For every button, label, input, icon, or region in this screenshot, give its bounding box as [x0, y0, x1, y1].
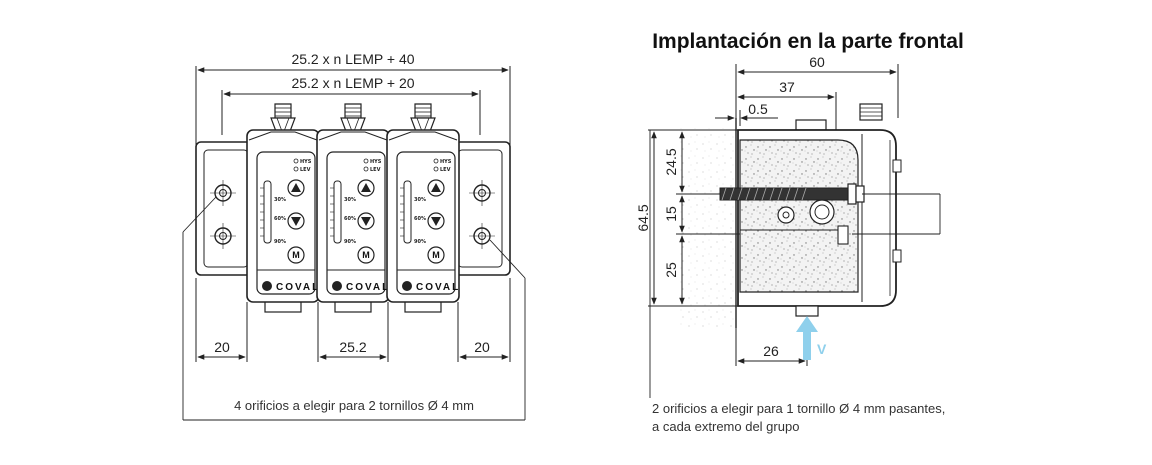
scale-30-label: 30%	[344, 197, 356, 203]
brand-logo: COVAL	[346, 282, 390, 293]
status-light-icon	[332, 281, 342, 291]
led-hys-label: HYS	[440, 159, 452, 165]
dim-25-label: 25	[663, 262, 679, 278]
left-note: 4 orificios a elegir para 2 tornillos Ø …	[234, 398, 474, 413]
dim-vertical	[648, 129, 740, 307]
dim-overall-label: 25.2 x n LEMP + 40	[291, 51, 414, 67]
button-m-label: M	[292, 250, 300, 260]
dim-pitch-label: 25.2	[339, 339, 366, 355]
dim-05-label: 0.5	[748, 101, 768, 117]
right-note-leader	[852, 193, 941, 235]
dim-bottom	[195, 278, 511, 362]
dim-26-label: 26	[763, 343, 779, 359]
mount-hole-icon	[210, 180, 236, 206]
dim-15-label: 15	[663, 206, 679, 222]
dim-overall: 25.2 x n LEMP + 40	[195, 51, 511, 145]
dim-645-label: 64.5	[635, 204, 651, 231]
led-lev-label: LEV	[440, 167, 451, 173]
scale-30-label: 30%	[274, 197, 286, 203]
right-note-line1: 2 orificios a elegir para 1 tornillo Ø 4…	[652, 401, 945, 416]
led-lev-label: LEV	[300, 167, 311, 173]
scale-30-label: 30%	[414, 197, 426, 203]
button-m[interactable]: M	[287, 246, 305, 264]
scale-60-label: 60%	[414, 216, 426, 222]
front-view-group: 25.2 x n LEMP + 40 25.2 x n LEMP + 20	[182, 51, 526, 421]
mount-hole-icon	[469, 180, 495, 206]
module-body	[386, 103, 460, 313]
module-3: HYS LEV 30% 60% 90% M	[386, 103, 460, 313]
mount-hole-icon	[210, 223, 236, 249]
dim-60-label: 60	[809, 54, 825, 70]
button-down-icon[interactable]	[357, 212, 375, 230]
button-m[interactable]: M	[357, 246, 375, 264]
led-hys-label: HYS	[300, 159, 312, 165]
module-1: HYS LEV 30% 60% 90% M	[246, 103, 320, 313]
dim-245-label: 24.5	[663, 148, 679, 175]
module-2: HYS LEV 30% 60% 90% M	[316, 103, 390, 313]
led-hys-label: HYS	[370, 159, 382, 165]
brand-logo: COVAL	[416, 282, 460, 293]
scale-60-label: 60%	[344, 216, 356, 222]
ejector-side-body	[719, 103, 902, 317]
left-end-plate	[195, 141, 252, 276]
mount-hole-icon	[469, 223, 495, 249]
dim-left-label: 20	[214, 339, 230, 355]
right-note-line2: a cada extremo del grupo	[652, 419, 799, 434]
dim-right-label: 20	[474, 339, 490, 355]
scale-60-label: 60%	[274, 216, 286, 222]
button-up-icon[interactable]	[357, 179, 375, 197]
dim-37-label: 37	[779, 79, 795, 95]
status-light-icon	[402, 281, 412, 291]
vacuum-label: V	[817, 341, 827, 357]
note-leader	[182, 196, 526, 421]
button-up-icon[interactable]	[427, 179, 445, 197]
dim-top-right	[715, 64, 899, 130]
vacuum-arrow-icon	[796, 316, 818, 360]
side-view-group: 60 37 0.5	[635, 54, 945, 434]
led-lev-label: LEV	[370, 167, 381, 173]
brand-logo: COVAL	[276, 282, 320, 293]
button-m-label: M	[432, 250, 440, 260]
page-title: Implantación en la parte frontal	[652, 30, 964, 53]
module-body	[246, 103, 320, 313]
scale-90-label: 90%	[274, 239, 286, 245]
scale-90-label: 90%	[344, 239, 356, 245]
button-m-label: M	[362, 250, 370, 260]
mounting-wall	[680, 128, 736, 328]
right-end-plate	[454, 141, 511, 276]
button-down-icon[interactable]	[427, 212, 445, 230]
status-light-icon	[262, 281, 272, 291]
scale-90-label: 90%	[414, 239, 426, 245]
dim-inner: 25.2 x n LEMP + 20	[221, 75, 481, 135]
button-down-icon[interactable]	[287, 212, 305, 230]
button-up-icon[interactable]	[287, 179, 305, 197]
module-body	[316, 103, 390, 313]
dim-inner-label: 25.2 x n LEMP + 20	[291, 75, 414, 91]
button-m[interactable]: M	[427, 246, 445, 264]
